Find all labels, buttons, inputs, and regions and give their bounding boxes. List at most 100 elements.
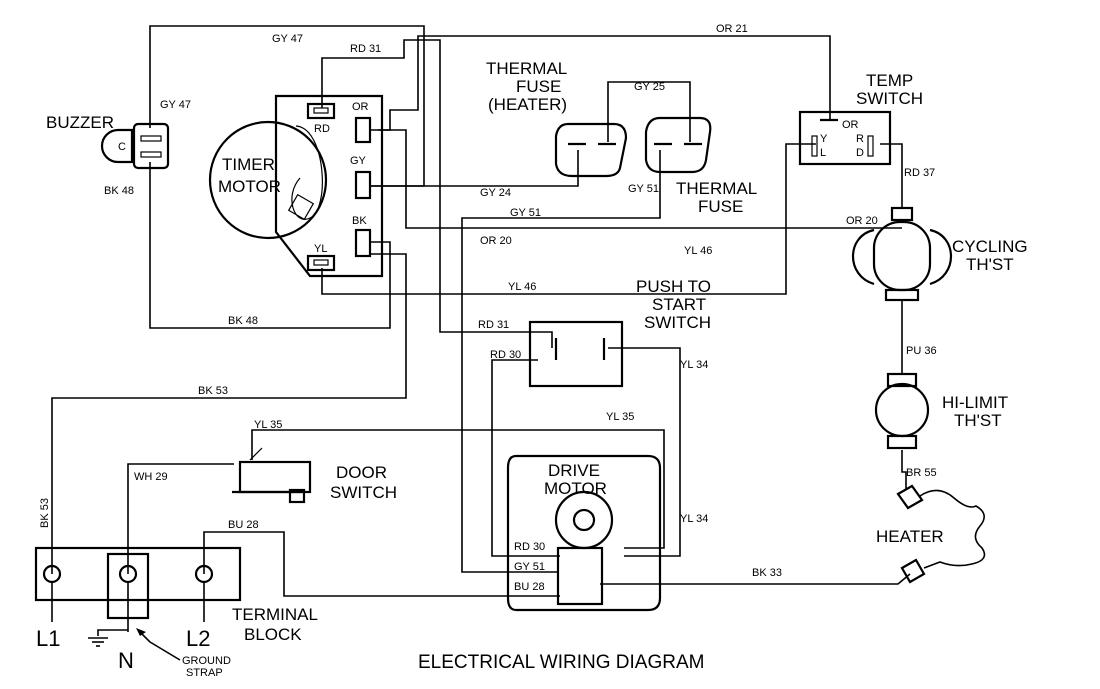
cycling-thst-label-2: TH'ST [966,255,1014,274]
thermal-fuse-heater-label-2: FUSE [516,77,561,96]
hi-limit-label-1: HI-LIMIT [942,393,1008,412]
buzzer-c-mark: C [118,141,126,153]
temp-switch-r-mark: R [856,133,864,145]
wire-yl35 [251,429,665,549]
temp-switch-l-mark: L [820,147,826,159]
heater [896,484,986,584]
hi-limit-thermostat [874,372,930,450]
push-to-start-switch [528,320,624,388]
wire-bk33 [600,573,911,585]
wire-label-gy47-buzzer: GY 47 [160,99,191,111]
wire-label-gy51-fuse: GY 51 [628,183,659,195]
wire-rd31 [321,39,553,348]
temp-switch-label-2: SWITCH [856,89,923,108]
component-marks: RD OR GY BK YL OR Y L R D [314,101,864,255]
terminal-block-label-1: TERMINAL [232,605,318,624]
wire-label-or20-right: OR 20 [846,215,878,227]
thermal-fuse-label-1: THERMAL [676,179,757,198]
timer-motor-label-1: TIMER [222,155,275,174]
timer-motor [208,94,384,278]
wire-gy25 [607,81,691,142]
thermal-fuse [644,116,712,174]
wire-label-yl35-left: YL 35 [254,419,282,431]
timer-tab-gy: GY [350,155,367,167]
wire-label-bk53-mid: BK 53 [198,385,228,397]
wire-yl34 [608,347,681,557]
wire-bk48 [149,162,391,329]
wire-label-bu28-motor: BU 28 [514,581,545,593]
wire-gy51 [461,150,661,573]
wire-label-or21: OR 21 [716,23,748,35]
hi-limit-label-2: TH'ST [954,411,1002,430]
wire-bk53 [51,253,407,574]
thermal-fuse-heater-label-3: (HEATER) [488,95,567,114]
terminal-block-label-2: BLOCK [244,625,302,644]
ground-strap-label-2: STRAP [186,667,223,679]
wire-label-pu36: PU 36 [906,345,937,357]
wire-label-yl34-push: YL 34 [680,359,708,371]
wire-label-gy24: GY 24 [480,187,511,199]
wire-label-rd30-push: RD 30 [490,349,521,361]
component-labels: BUZZER TIMER MOTOR THERMAL FUSE (HEATER)… [36,59,1028,679]
terminal-l2-label: L2 [186,626,210,651]
wire-label-wh29: WH 29 [134,471,168,483]
wire-label-gy47-top: GY 47 [272,33,303,45]
buzzer-label: BUZZER [46,113,114,132]
wire-wh29 [127,463,234,574]
temp-switch-y-mark: Y [820,133,828,145]
wire-label-gy51-mid: GY 51 [510,207,541,219]
push-to-start-label-1: PUSH TO [636,277,711,296]
wire-label-rd30-motor: RD 30 [514,541,545,553]
timer-motor-label-2: MOTOR [218,177,281,196]
push-to-start-label-2: START [652,295,706,314]
wire-label-gy25: GY 25 [634,81,665,93]
wire-gy24 [370,150,579,187]
wire-label-bk48-buzzer: BK 48 [104,185,134,197]
wire-label-yl46-right: YL 46 [684,245,712,257]
door-switch-label-2: SWITCH [330,483,397,502]
buzzer: C [100,122,170,170]
timer-tab-bk: BK [352,215,367,227]
wire-br55 [901,450,907,490]
thermal-fuse-heater-label-1: THERMAL [486,59,567,78]
terminal-n-label: N [118,648,134,673]
diagram-title: ELECTRICAL WIRING DIAGRAM [418,652,704,673]
cycling-thermostat [851,206,953,302]
temp-switch-d-mark: D [856,147,864,159]
timer-tab-yl: YL [314,243,327,255]
push-to-start-label-3: SWITCH [644,313,711,332]
timer-tab-rd: RD [314,123,330,135]
temp-switch-or-mark: OR [842,119,859,131]
wire-label-bk53-left: BK 53 [39,498,51,528]
terminal-l1-label: L1 [36,626,60,651]
wire-label-bk48-bottom: BK 48 [228,315,258,327]
wire-label-rd37: RD 37 [904,167,935,179]
wire-rd37 [880,143,903,208]
wire-or20 [378,129,902,229]
temp-switch-label-1: TEMP [866,71,913,90]
wire-label-or20-left: OR 20 [480,235,512,247]
wire-label-bk33: BK 33 [752,567,782,579]
drive-motor-label-2: MOTOR [544,479,607,498]
drive-motor [506,454,662,612]
wire-label-rd31-top: RD 31 [350,43,381,55]
thermal-fuse-label-2: FUSE [698,197,743,216]
wire-or21 [370,35,831,131]
door-switch-label-1: DOOR [336,463,387,482]
wire-bu28 [203,531,560,597]
wire-label-br55: BR 55 [906,467,937,479]
ground-strap-label-1: GROUND [182,655,231,667]
wire-label-bu28-top: BU 28 [228,519,259,531]
thermal-fuse-heater [554,122,628,178]
terminal-block [34,546,242,661]
drive-motor-label-1: DRIVE [548,461,600,480]
wire-yl46 [321,143,816,295]
timer-tab-or: OR [352,101,369,113]
temp-switch [798,110,892,166]
heater-label: HEATER [876,527,944,546]
wires [51,25,911,597]
wire-label-yl34-motor: YL 34 [680,513,708,525]
cycling-thst-label-1: CYCLING [952,237,1028,256]
wire-rd30 [491,359,560,557]
